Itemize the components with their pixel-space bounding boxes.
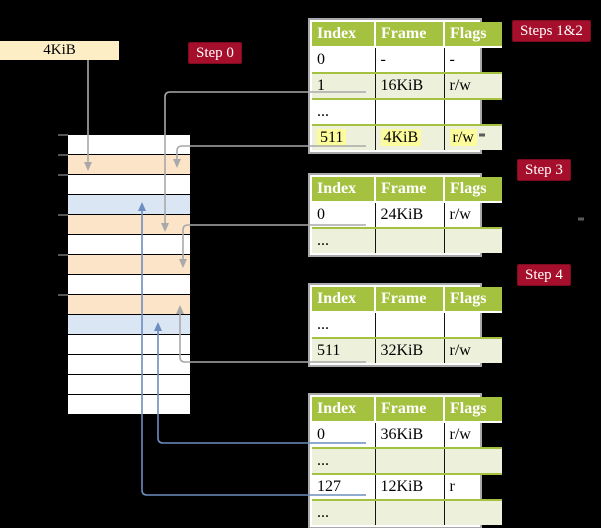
table-cell: ...	[312, 311, 375, 338]
table-cell: r/w	[443, 337, 502, 363]
table-cell: 0	[312, 421, 375, 448]
table-cell: r/w	[443, 201, 502, 228]
table-cell: 0	[312, 46, 375, 73]
column-header-index: Index	[312, 397, 375, 422]
table-cell: ...	[312, 499, 375, 525]
memory-row-white	[68, 355, 190, 375]
table-row: 511 4KiB r/w	[312, 124, 502, 150]
highlighted-value: 511	[317, 129, 347, 146]
table-cell: 32KiB	[374, 337, 444, 363]
column-header-flags: Flags	[443, 177, 502, 202]
table-cell	[443, 98, 502, 125]
table-cell: -	[443, 46, 502, 73]
column-header-flags: Flags	[443, 22, 502, 47]
memory-row-blue	[68, 195, 190, 215]
table-cell: ...	[312, 227, 375, 253]
table-row: ...	[312, 447, 502, 474]
column-header-frame: Frame	[374, 22, 444, 47]
memory-row-white	[68, 275, 190, 295]
table-cell	[443, 499, 502, 525]
memory-row-blue	[68, 315, 190, 335]
highlighted-value: 4KiB	[380, 129, 422, 146]
table-cell: 24KiB	[374, 201, 444, 228]
table-cell: -	[374, 46, 444, 73]
column-header-flags: Flags	[443, 397, 502, 422]
table-cell: 4KiB	[374, 124, 444, 150]
table-row: ...	[312, 227, 502, 253]
table-cell	[443, 311, 502, 338]
table-cell: 16KiB	[374, 72, 444, 99]
table-row: ...	[312, 499, 502, 525]
column-header-index: Index	[312, 22, 375, 47]
table-cell: 1	[312, 72, 375, 99]
memory-row-peach	[68, 215, 190, 235]
memory-row-white	[68, 135, 190, 155]
table-cell	[374, 311, 444, 338]
memory-row-white	[68, 235, 190, 255]
step-0-badge: Step 0	[188, 42, 242, 64]
memory-row-peach	[68, 295, 190, 315]
column-header-frame: Frame	[374, 397, 444, 422]
table-cell: 36KiB	[374, 421, 444, 448]
table-cell: 511	[312, 124, 375, 150]
table-cell	[374, 499, 444, 525]
column-header-flags: Flags	[443, 287, 502, 312]
memory-row-white	[68, 395, 190, 415]
table-row: ...	[312, 98, 502, 125]
table-cell: 12KiB	[374, 473, 444, 500]
table-cell: r/w	[443, 124, 502, 150]
memory-stack	[68, 135, 190, 415]
table-cell: 127	[312, 473, 375, 500]
memory-row-peach	[68, 155, 190, 175]
table-cell: r	[443, 473, 502, 500]
step-4-badge: Step 4	[517, 264, 571, 286]
memory-row-white	[68, 375, 190, 395]
table-cell: r/w	[443, 72, 502, 99]
memory-row-white	[68, 335, 190, 355]
frame-boundary-ticks	[58, 134, 68, 296]
steps-1-2-badge: Steps 1&2	[512, 20, 591, 42]
table-row: ...	[312, 311, 502, 338]
table-cell	[443, 447, 502, 474]
column-header-index: Index	[312, 287, 375, 312]
table-cell	[374, 98, 444, 125]
column-header-frame: Frame	[374, 177, 444, 202]
table-cell: 0	[312, 201, 375, 228]
column-header-frame: Frame	[374, 287, 444, 312]
frame-size-box: 4KiB	[0, 41, 119, 60]
table-cell: 511	[312, 337, 375, 363]
highlighted-value: r/w	[449, 129, 477, 146]
memory-row-peach	[68, 255, 190, 275]
table-cell: ...	[312, 98, 375, 125]
table-cell	[374, 227, 444, 253]
table-cell	[374, 447, 444, 474]
table-cell	[443, 227, 502, 253]
frame-size-label: 4KiB	[43, 42, 76, 58]
table-cell: ...	[312, 447, 375, 474]
column-header-index: Index	[312, 177, 375, 202]
table-cell: r/w	[443, 421, 502, 448]
table-row: 0--	[312, 46, 502, 73]
memory-row-white	[68, 175, 190, 195]
step-3-badge: Step 3	[517, 159, 571, 181]
